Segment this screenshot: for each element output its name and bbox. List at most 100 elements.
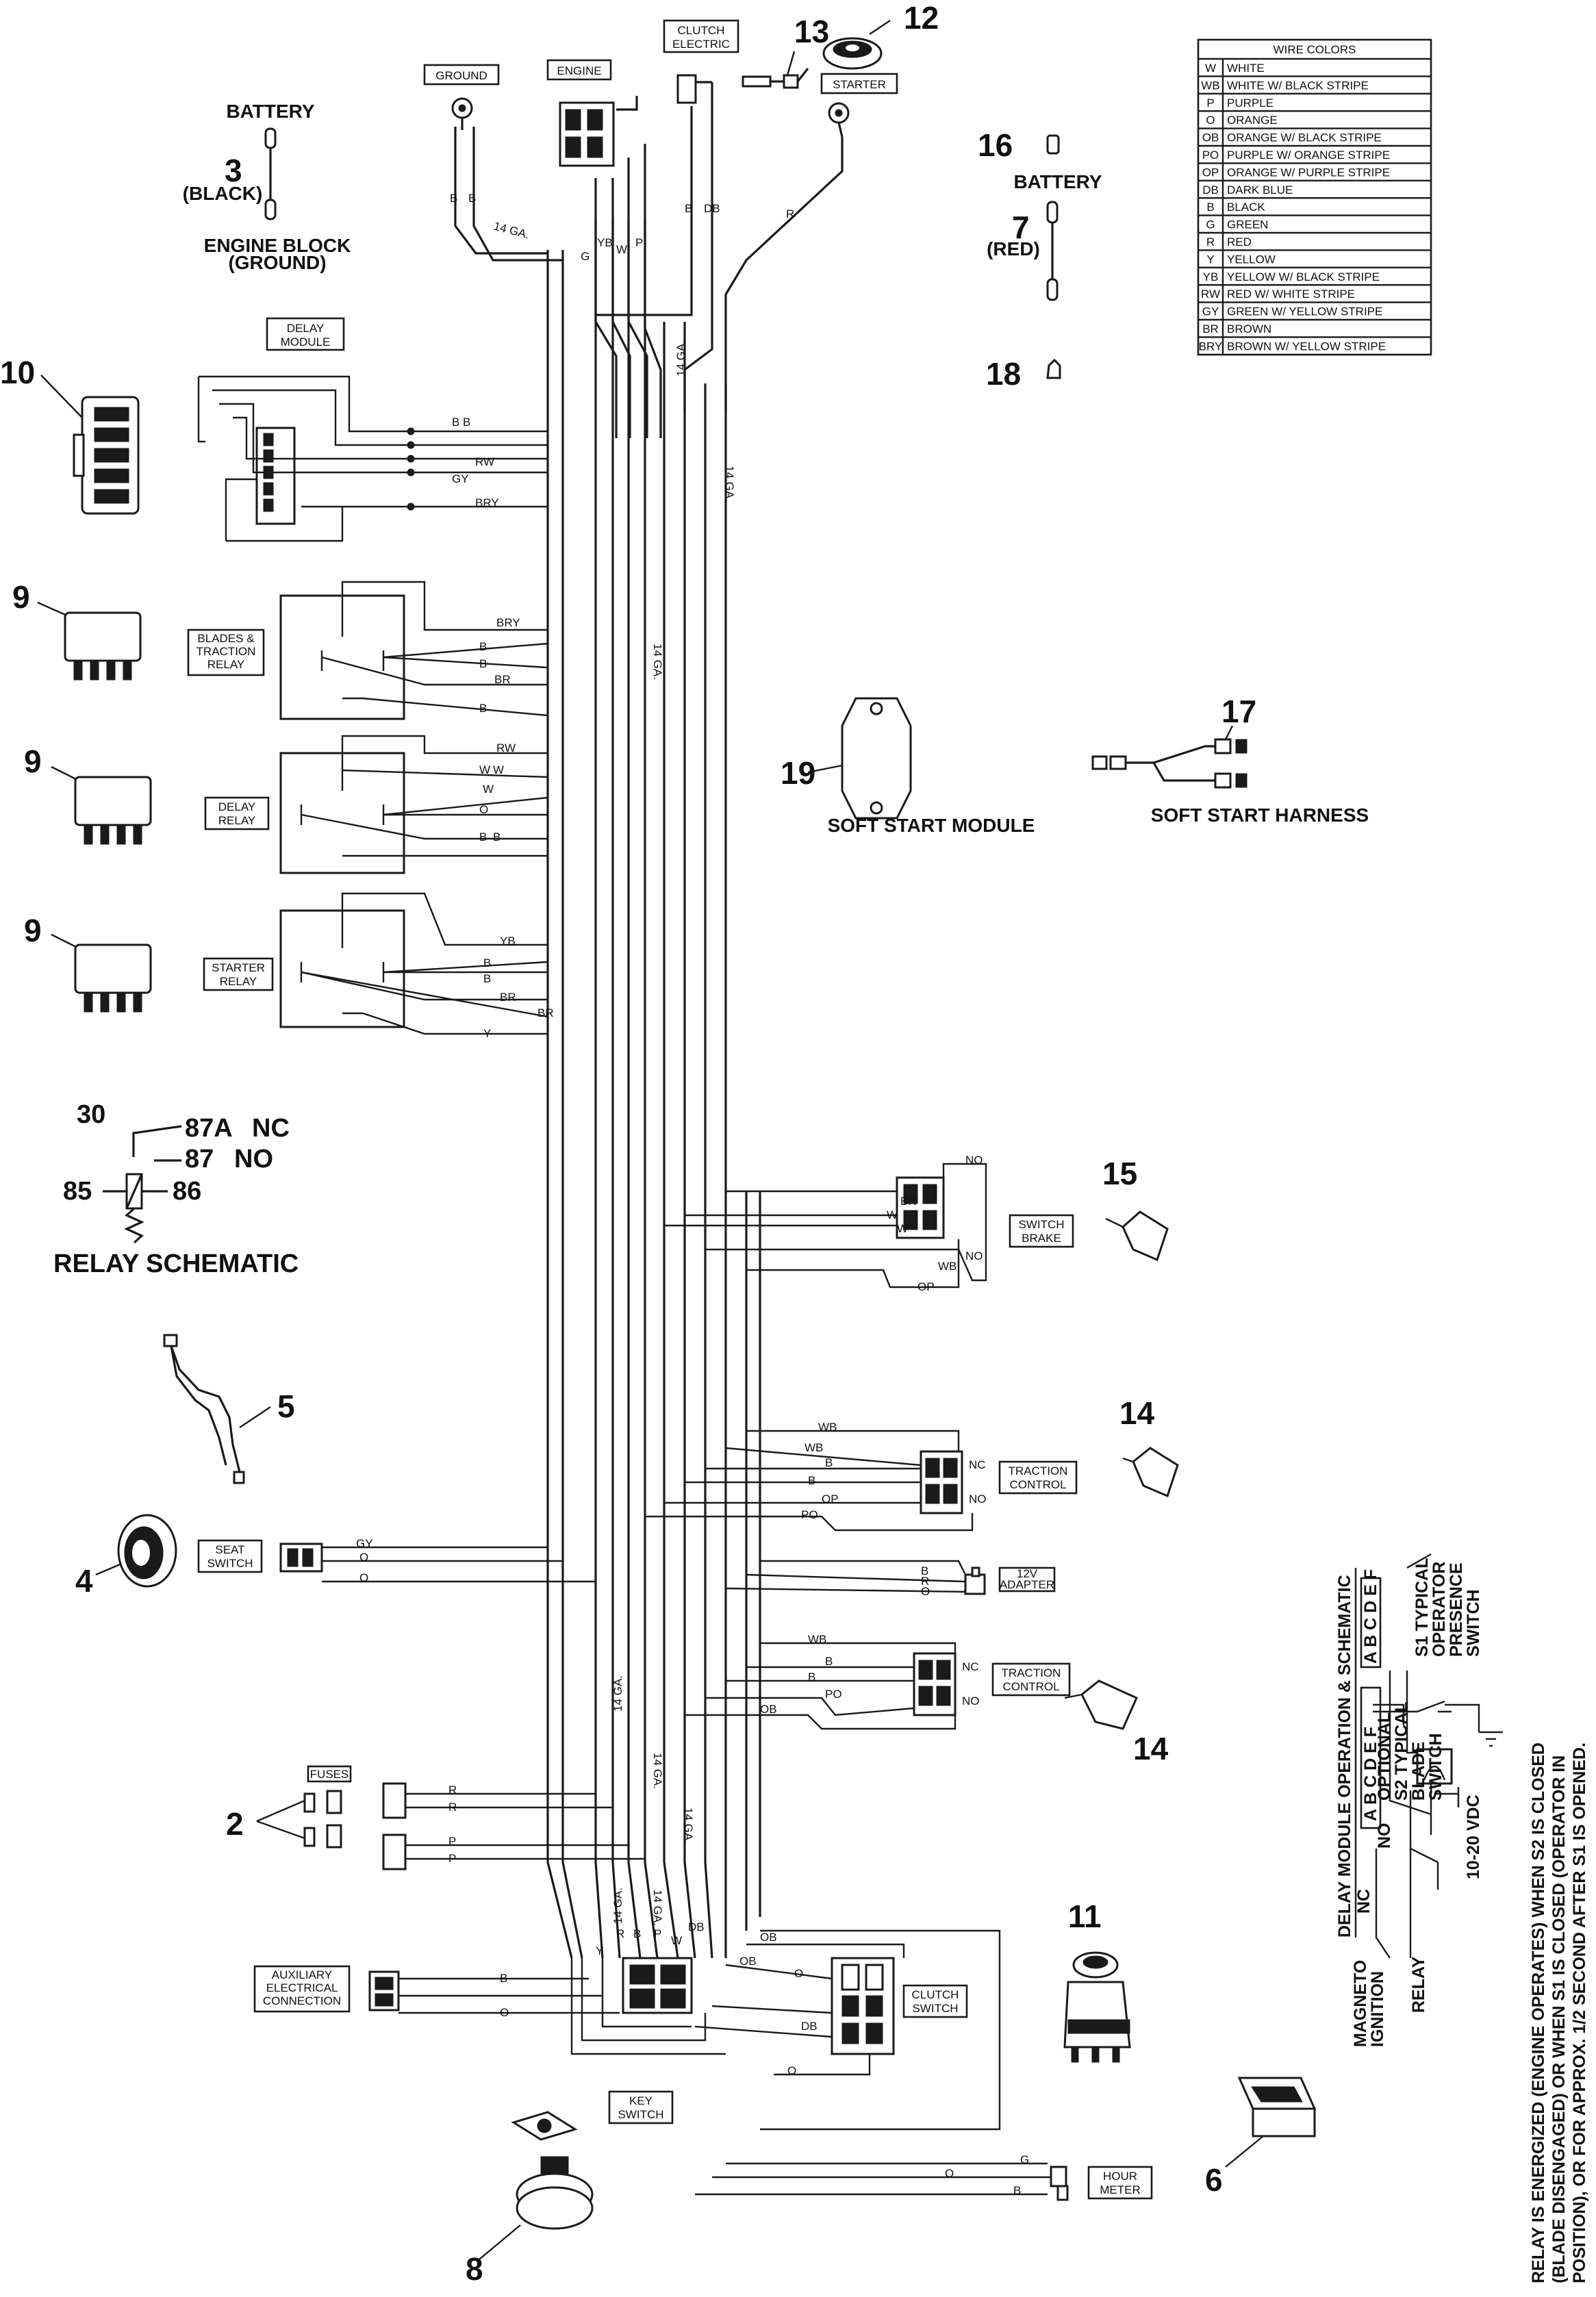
wire-label: B	[685, 202, 692, 215]
wire-label: W	[493, 763, 504, 776]
dm-relay: RELAY	[1409, 1956, 1428, 2013]
wire-label: OB	[760, 1931, 777, 1944]
wire-color-name: ORANGE W/ PURPLE STRIPE	[1227, 166, 1390, 179]
soft-start-module-caption: SOFT START MODULE	[828, 815, 1035, 836]
dm-s1-1: S1 TYPICAL	[1413, 1558, 1432, 1657]
wire-label: WB	[938, 1260, 957, 1273]
wire-label: BR	[494, 673, 511, 686]
wire-label: W	[887, 1208, 898, 1221]
part-number-15: 15	[1102, 1156, 1137, 1191]
traction-control-2-label-2: CONTROL	[1002, 1680, 1059, 1693]
delay-module-10: 10 DELAY MODULE	[0, 317, 548, 542]
adapter-12v: 12V ADAPTER	[725, 1560, 1056, 1595]
wire-label: Y	[596, 1944, 603, 1957]
battery-cable-red-7: 16 BATTERY 7 (RED) 18	[978, 127, 1102, 392]
clutch-electric-label-1: CLUTCH	[678, 24, 725, 37]
delay-module-label-2: MODULE	[281, 335, 331, 348]
relay-30: 30	[77, 1100, 105, 1129]
wire-color-name: WHITE W/ BLACK STRIPE	[1227, 79, 1369, 92]
part-number-14b: 14	[1133, 1731, 1169, 1766]
wire-colors-title: WIRE COLORS	[1274, 43, 1356, 56]
wire-color-code: R	[1206, 236, 1215, 249]
wire-label: G	[1020, 2153, 1029, 2166]
part-number-19: 19	[781, 755, 815, 791]
part-number-17: 17	[1221, 694, 1256, 729]
wire-label: OB	[760, 1703, 777, 1716]
blades-traction-relay-socket: BLADES & TRACTION RELAY	[187, 581, 548, 720]
wire-color-name: BLACK	[1227, 201, 1265, 214]
wire-label: WB	[818, 1421, 837, 1434]
dm-s1-3: PRESENCE	[1447, 1562, 1466, 1657]
wire-label: R	[921, 1575, 929, 1588]
harness-trunk	[454, 106, 844, 1959]
wire-label: B	[479, 702, 487, 715]
wire-label: W	[483, 783, 494, 796]
wire-label: G	[581, 250, 590, 263]
relay-9-c: 9	[24, 913, 152, 1013]
wire-label: 14 GA.	[682, 1807, 695, 1844]
ground-terminal: GROUND	[423, 64, 500, 130]
dm-nc: NC	[1354, 1889, 1373, 1914]
starter-label: STARTER	[833, 78, 886, 91]
traction-control-1-label-1: TRACTION	[1009, 1464, 1068, 1477]
wire-label: DB	[704, 202, 720, 215]
aux-label-1: AUXILIARY	[272, 1968, 333, 1981]
dm-note-2: (BLADE DISENGAGED) OR WHEN S1 IS CLOSED …	[1549, 1755, 1569, 2283]
dm-s1-4: SWITCH	[1464, 1589, 1483, 1657]
wire-color-name: RED	[1227, 236, 1252, 249]
wire-harness-5: 5	[163, 1334, 295, 1484]
relay-9-a: 9	[12, 579, 142, 681]
fuses-label: FUSES	[310, 1768, 349, 1781]
battery-right-caption: BATTERY	[1013, 171, 1102, 192]
clutch-switch-label-2: SWITCH	[912, 2002, 958, 2015]
wire-label: B	[825, 1456, 833, 1469]
wire-color-name: GREEN W/ YELLOW STRIPE	[1227, 305, 1382, 318]
wire-label: B	[452, 416, 459, 429]
wire-label: R	[786, 207, 794, 220]
part-number-8: 8	[466, 2251, 483, 2287]
wire-color-name: GREEN	[1227, 218, 1268, 231]
dm-note-3: POSITION), OR FOR APPROX. 1/2 SECOND AFT…	[1570, 1742, 1589, 2283]
part-number-7: 7	[1012, 210, 1030, 245]
wire-label: BR	[900, 1195, 917, 1208]
wire-label: B	[1013, 2184, 1021, 2197]
wire-color-code: G	[1206, 218, 1215, 231]
part-number-10: 10	[0, 355, 35, 390]
wire-color-name: YELLOW	[1227, 253, 1276, 266]
blades-traction-label-3: RELAY	[207, 658, 245, 671]
delay-relay-socket: DELAY RELAY	[204, 735, 548, 874]
wire-color-code: BRY	[1199, 340, 1223, 353]
relay-schematic: 30 87A NC 87 NO 85 86 RELAY SCHEMATIC	[53, 1100, 299, 1278]
wire-color-name: DARK BLUE	[1227, 183, 1293, 196]
delay-module-label-1: DELAY	[287, 322, 325, 335]
relay-schematic-caption: RELAY SCHEMATIC	[53, 1249, 299, 1278]
wire-color-code: BR	[1202, 322, 1219, 335]
wire-color-code: O	[1206, 114, 1215, 127]
soft-start-harness-17: 17 SOFT START HARNESS	[1091, 694, 1369, 826]
wire-label: PO	[801, 1508, 818, 1521]
switch-11: 11	[1063, 1899, 1131, 2063]
wire-label: B	[808, 1671, 815, 1684]
wire-label: OP	[917, 1280, 935, 1293]
wire-label: B	[500, 1972, 507, 1985]
part-number-16: 16	[978, 127, 1013, 163]
wire-label: W	[479, 763, 490, 776]
wire-color-code: OP	[1202, 166, 1219, 179]
wire-label: GY	[452, 472, 469, 485]
dm-magneto-1: MAGNETO	[1351, 1960, 1370, 2047]
wire-label: B	[483, 972, 491, 985]
wire-label: O	[794, 1967, 803, 1980]
dm-no: NO	[1375, 1823, 1394, 1849]
relay-86: 86	[173, 1177, 201, 1206]
wire-label: Y	[483, 1027, 491, 1040]
relay-85: 85	[63, 1177, 92, 1206]
starter-relay-label-2: RELAY	[220, 975, 257, 988]
wire-label: BRY	[496, 616, 520, 629]
relay-no: NO	[234, 1145, 273, 1173]
wire-label: NO	[965, 1249, 983, 1262]
blades-traction-label-1: BLADES &	[197, 632, 255, 645]
wire-color-code: DB	[1202, 183, 1219, 196]
